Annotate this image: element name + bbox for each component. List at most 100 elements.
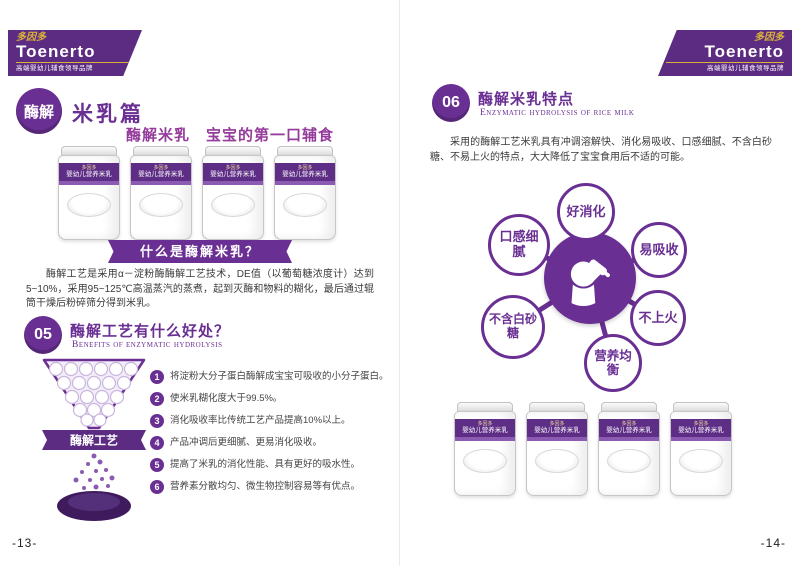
benefits-list: 1 将淀粉大分子蛋白酶解成宝宝可吸收的小分子蛋白。 2 使米乳糊化度大于99.5… (150, 370, 395, 502)
jar-strip (203, 181, 263, 185)
jar-label-band: 多因多 婴幼儿营养米乳 (671, 419, 731, 437)
rice-milk-bowl-image (679, 449, 723, 473)
jar-body: 多因多 婴幼儿营养米乳 (454, 411, 516, 496)
benefit-text: 产品冲调后更细腻、更易消化吸收。 (170, 437, 323, 448)
powder-dots (73, 453, 115, 490)
rice-milk-bowl-image (607, 449, 651, 473)
jar-name-text: 婴幼儿营养米乳 (534, 427, 580, 434)
rice-milk-bowl-image (535, 449, 579, 473)
benefit-number: 6 (150, 480, 164, 494)
gold-divider (666, 62, 784, 63)
product-jar: 多因多 婴幼儿营养米乳 (58, 146, 120, 240)
rice-milk-bowl-image (139, 193, 183, 217)
benefit-item: 2 使米乳糊化度大于99.5%。 (150, 392, 395, 406)
section-title: 酶解米乳特点 (478, 91, 575, 108)
intro-paragraph: 采用的酶解工艺米乳具有冲调溶解快、消化易吸收、口感细腻、不含白砂糖、不易上火的特… (430, 137, 772, 163)
brand-tagline: 高端婴幼儿辅食领导品牌 (16, 65, 93, 72)
jar-name-text: 婴幼儿营养米乳 (138, 171, 184, 178)
page-number: -13- (12, 536, 38, 550)
jar-label-band: 多因多 婴幼儿营养米乳 (527, 419, 587, 437)
jar-body: 多因多 婴幼儿营养米乳 (274, 155, 336, 240)
section-number-badge: 05 (24, 316, 62, 354)
benefit-text: 提高了米乳的消化性能、具有更好的吸水性。 (170, 459, 361, 470)
section-subtitle: Benefits of enzymatic hydrolysis (72, 340, 223, 350)
product-jar: 多因多 婴幼儿营养米乳 (274, 146, 336, 240)
hourglass-ribbon (42, 430, 146, 450)
product-row: 多因多 婴幼儿营养米乳 多因多 婴幼儿营养米乳 (454, 402, 732, 496)
jar-brand-text: 多因多 (621, 421, 637, 427)
jar-body: 多因多 婴幼儿营养米乳 (202, 155, 264, 240)
jar-brand-text: 多因多 (477, 421, 493, 427)
series-title: 米乳篇 (72, 103, 144, 126)
benefit-number: 4 (150, 436, 164, 450)
benefit-number: 3 (150, 414, 164, 428)
jar-label-band: 多因多 婴幼儿营养米乳 (203, 163, 263, 181)
brand-logo: Toenerto (704, 42, 784, 61)
benefit-item: 5 提高了米乳的消化性能、具有更好的吸水性。 (150, 458, 395, 472)
jar-name-text: 婴幼儿营养米乳 (210, 171, 256, 178)
benefit-item: 4 产品冲调后更细腻、更易消化吸收。 (150, 436, 395, 450)
jar-label-band: 多因多 婴幼儿营养米乳 (275, 163, 335, 181)
jar-strip (131, 181, 191, 185)
jar-name-text: 婴幼儿营养米乳 (462, 427, 508, 434)
rice-milk-bowl-image (211, 193, 255, 217)
rice-milk-bowl-image (283, 193, 327, 217)
jar-strip (527, 437, 587, 441)
jar-body: 多因多 婴幼儿营养米乳 (130, 155, 192, 240)
jar-name-text: 婴幼儿营养米乳 (678, 427, 724, 434)
jar-brand-text: 多因多 (153, 165, 169, 171)
benefit-text: 消化吸收率比传统工艺产品提高10%以上。 (170, 415, 351, 426)
product-jar: 多因多 婴幼儿营养米乳 (454, 402, 516, 496)
product-row: 多因多 婴幼儿营养米乳 多因多 婴幼儿营养米乳 (58, 146, 336, 240)
jar-brand-text: 多因多 (549, 421, 565, 427)
jar-strip (455, 437, 515, 441)
page-number: -14- (760, 536, 786, 550)
feature-circle-digestion: 好消化 (557, 183, 615, 241)
brand-tagline: 高端婴幼儿辅食领导品牌 (707, 65, 784, 72)
jar-label-band: 多因多 婴幼儿营养米乳 (599, 419, 659, 437)
ribbon-title: 什么是酶解米乳？ (108, 240, 292, 263)
section-subtitle: Enzymatic hydrolysis of rice milk (480, 108, 635, 118)
brand-logo-chinese: 多因多 (754, 32, 784, 43)
rice-milk-bowl-image (67, 193, 111, 217)
intro-paragraph: 酶解工艺是采用α－淀粉酶酶解工艺技术，DE值（以葡萄糖浓度计）达到5~10%，采… (26, 269, 374, 309)
brand-logo-chinese: 多因多 (16, 32, 46, 43)
page-13: 多因多 Toenerto 高端婴幼儿辅食领导品牌 酶解 米乳篇 酶解米乳 宝宝的… (8, 30, 395, 550)
benefit-item: 6 营养素分散均匀、微生物控制容易等有优点。 (150, 480, 395, 494)
feature-circle-absorption: 易吸收 (631, 222, 687, 278)
feature-diagram: 好消化 口感细腻 易吸收 不含白砂糖 不上火 营养均衡 (468, 182, 712, 407)
benefit-text: 营养素分散均匀、微生物控制容易等有优点。 (170, 481, 361, 492)
baby-circle (544, 232, 636, 324)
section-title: 酶解工艺有什么好处？ (70, 323, 231, 340)
jar-strip (275, 181, 335, 185)
feature-circle-no-sugar: 不含白砂糖 (481, 295, 545, 359)
product-jar: 多因多 婴幼儿营养米乳 (670, 402, 732, 496)
benefit-number: 2 (150, 392, 164, 406)
benefit-text: 将淀粉大分子蛋白酶解成宝宝可吸收的小分子蛋白。 (170, 371, 389, 382)
feature-circle-nutrition: 营养均衡 (584, 334, 642, 392)
jar-body: 多因多 婴幼儿营养米乳 (526, 411, 588, 496)
jar-name-text: 婴幼儿营养米乳 (66, 171, 112, 178)
product-jar: 多因多 婴幼儿营养米乳 (526, 402, 588, 496)
jar-body: 多因多 婴幼儿营养米乳 (670, 411, 732, 496)
jar-body: 多因多 婴幼儿营养米乳 (598, 411, 660, 496)
enzymatic-badge: 酶解 (16, 88, 62, 134)
benefit-item: 1 将淀粉大分子蛋白酶解成宝宝可吸收的小分子蛋白。 (150, 370, 395, 384)
jar-name-text: 婴幼儿营养米乳 (282, 171, 328, 178)
brand-logo: Toenerto (16, 42, 96, 61)
hourglass-graphic: 酶解工艺 (42, 358, 146, 521)
jar-label-band: 多因多 婴幼儿营养米乳 (455, 419, 515, 437)
jar-label-band: 多因多 婴幼儿营养米乳 (131, 163, 191, 181)
brand-banner: 多因多 Toenerto 高端婴幼儿辅食领导品牌 (658, 30, 792, 76)
jar-label-band: 多因多 婴幼儿营养米乳 (59, 163, 119, 181)
feature-circle-no-heat: 不上火 (630, 290, 686, 346)
jar-strip (671, 437, 731, 441)
section-number-badge: 06 (432, 84, 470, 122)
page-14: 多因多 Toenerto 高端婴幼儿辅食领导品牌 06 酶解米乳特点 Enzym… (400, 0, 800, 566)
jar-brand-text: 多因多 (693, 421, 709, 427)
jar-body: 多因多 婴幼儿营养米乳 (58, 155, 120, 240)
page-headline: 酶解米乳 宝宝的第一口辅食 (125, 127, 334, 144)
gold-divider (16, 62, 134, 63)
hourglass-label: 酶解工艺 (70, 433, 118, 448)
